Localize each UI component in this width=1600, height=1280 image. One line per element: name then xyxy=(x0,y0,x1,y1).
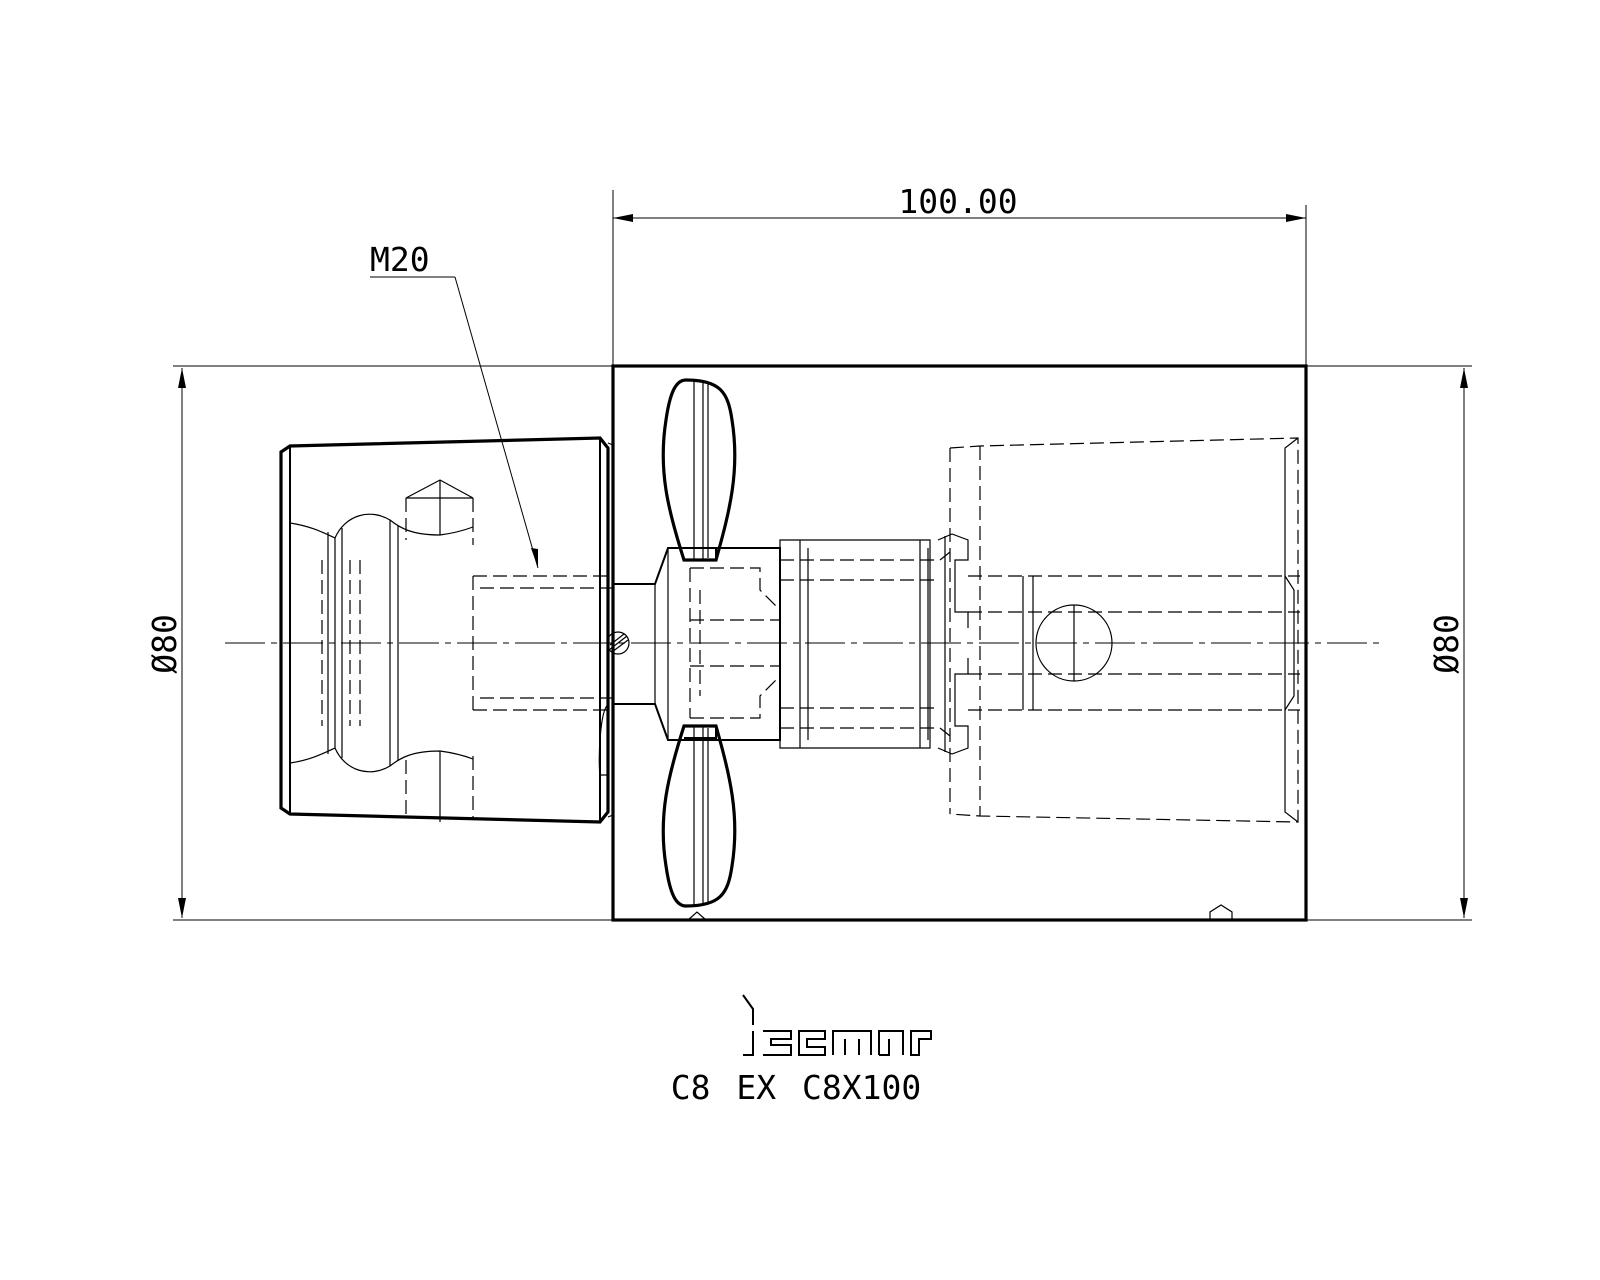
wing-handle-top xyxy=(661,378,737,562)
dimension-diameter-right: Ø80 xyxy=(1306,365,1472,921)
diameter-left-label: Ø80 xyxy=(145,614,184,674)
dimension-diameter-left: Ø80 xyxy=(145,365,613,921)
diameter-right-label: Ø80 xyxy=(1427,614,1466,674)
clamping-nut xyxy=(279,436,614,824)
dimension-length: 100.00 xyxy=(612,182,1307,365)
length-label: 100.00 xyxy=(898,182,1017,221)
part-number: C8 EX C8X100 xyxy=(671,1068,921,1107)
dimension-thread: M20 xyxy=(370,240,539,569)
iscar-logo xyxy=(742,994,932,1056)
thread-label: M20 xyxy=(370,240,430,279)
wing-handle-bottom xyxy=(661,724,737,908)
inner-shaft xyxy=(598,437,1300,823)
